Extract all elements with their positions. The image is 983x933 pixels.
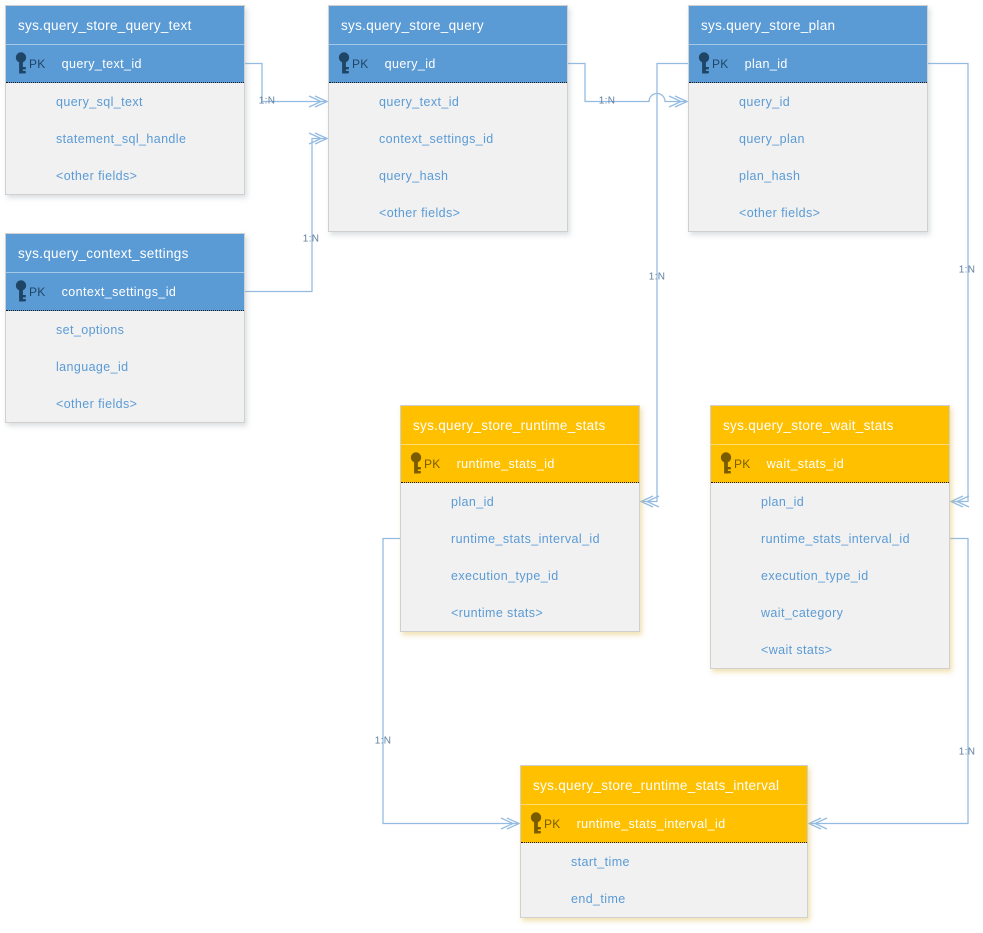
pk-tag: PK bbox=[734, 456, 751, 471]
field-row: end_time bbox=[521, 880, 807, 917]
entity-title: sys.query_store_runtime_stats bbox=[401, 406, 639, 445]
entity-title: sys.query_store_query bbox=[329, 6, 567, 45]
cardinality-label: 1:N bbox=[958, 264, 976, 276]
pk-column-name: query_text_id bbox=[61, 56, 142, 71]
entity-title: sys.query_store_runtime_stats_interval bbox=[521, 766, 807, 805]
field-row: statement_sql_handle bbox=[6, 120, 244, 157]
field-row: runtime_stats_interval_id bbox=[401, 520, 639, 557]
primary-key-row: PK plan_id bbox=[689, 45, 927, 83]
connector-query_store_query.query_id-to-query_store_plan.query_id[interactable] bbox=[568, 62, 687, 103]
many-arrowhead-icon bbox=[308, 132, 329, 145]
many-arrowhead-icon bbox=[308, 95, 329, 108]
primary-key-row: PK runtime_stats_id bbox=[401, 445, 639, 483]
pk-column-name: runtime_stats_interval_id bbox=[576, 816, 726, 831]
key-icon bbox=[719, 452, 733, 475]
pk-tag: PK bbox=[352, 56, 369, 71]
field-row: <other fields> bbox=[6, 385, 244, 422]
key-icon bbox=[409, 452, 423, 475]
key-icon bbox=[697, 52, 711, 75]
many-arrowhead-icon bbox=[500, 817, 521, 830]
key-icon bbox=[14, 52, 28, 75]
pk-tag: PK bbox=[424, 456, 441, 471]
field-row: <other fields> bbox=[329, 194, 567, 231]
key-icon bbox=[14, 280, 28, 303]
field-row: <other fields> bbox=[6, 157, 244, 194]
connector-query_store_plan.plan_id-to-query_store_wait_stats.plan_id[interactable] bbox=[928, 62, 969, 503]
primary-key-row: PK runtime_stats_interval_id bbox=[521, 805, 807, 843]
field-row: plan_id bbox=[711, 483, 949, 520]
field-row: query_text_id bbox=[329, 83, 567, 120]
primary-key-row: PK query_text_id bbox=[6, 45, 244, 83]
field-row: execution_type_id bbox=[711, 557, 949, 594]
pk-column-name: query_id bbox=[384, 56, 436, 71]
connector-query_context_settings.context_settings_id-to-query_store_query.context_settings_id[interactable] bbox=[245, 137, 327, 293]
many-arrowhead-icon bbox=[949, 495, 970, 508]
pk-tag: PK bbox=[29, 56, 46, 71]
field-row: <other fields> bbox=[689, 194, 927, 231]
connector-query_store_runtime_stats.runtime_stats_interval_id-to-query_store_runtime_stats_interval.runtime_stats_interval_id[interactable] bbox=[382, 537, 519, 825]
field-row: plan_id bbox=[401, 483, 639, 520]
field-row: context_settings_id bbox=[329, 120, 567, 157]
field-row: query_hash bbox=[329, 157, 567, 194]
key-icon bbox=[529, 812, 543, 835]
field-row: wait_category bbox=[711, 594, 949, 631]
many-arrowhead-icon bbox=[639, 495, 660, 508]
cardinality-label: 1:N bbox=[958, 746, 976, 758]
connector-query_store_query_text.query_text_id-to-query_store_query.query_text_id[interactable] bbox=[245, 62, 327, 103]
many-arrowhead-icon bbox=[668, 95, 689, 108]
pk-tag: PK bbox=[712, 56, 729, 71]
entity-title: sys.query_store_plan bbox=[689, 6, 927, 45]
entity-title: sys.query_context_settings bbox=[6, 234, 244, 273]
field-row: set_options bbox=[6, 311, 244, 348]
primary-key-row: PK query_id bbox=[329, 45, 567, 83]
primary-key-row: PK context_settings_id bbox=[6, 273, 244, 311]
field-row: execution_type_id bbox=[401, 557, 639, 594]
cardinality-label: 1:N bbox=[258, 95, 276, 107]
field-row: <wait stats> bbox=[711, 631, 949, 668]
pk-column-name: wait_stats_id bbox=[766, 456, 845, 471]
field-row: start_time bbox=[521, 843, 807, 880]
field-row: language_id bbox=[6, 348, 244, 385]
field-row: query_sql_text bbox=[6, 83, 244, 120]
pk-tag: PK bbox=[544, 816, 561, 831]
primary-key-row: PK wait_stats_id bbox=[711, 445, 949, 483]
field-row: <runtime stats> bbox=[401, 594, 639, 631]
pk-column-name: context_settings_id bbox=[61, 284, 177, 299]
cardinality-label: 1:N bbox=[648, 271, 666, 283]
connector-query_store_plan.plan_id-to-query_store_runtime_stats.plan_id[interactable] bbox=[641, 62, 688, 503]
cardinality-label: 1:N bbox=[302, 233, 320, 245]
field-row: runtime_stats_interval_id bbox=[711, 520, 949, 557]
cardinality-label: 1:N bbox=[374, 735, 392, 747]
field-row: plan_hash bbox=[689, 157, 927, 194]
field-row: query_id bbox=[689, 83, 927, 120]
pk-tag: PK bbox=[29, 284, 46, 299]
pk-column-name: plan_id bbox=[744, 56, 788, 71]
entity-title: sys.query_store_query_text bbox=[6, 6, 244, 45]
cardinality-label: 1:N bbox=[598, 95, 616, 107]
key-icon bbox=[337, 52, 351, 75]
pk-column-name: runtime_stats_id bbox=[456, 456, 555, 471]
field-row: query_plan bbox=[689, 120, 927, 157]
connector-query_store_wait_stats.runtime_stats_interval_id-to-query_store_runtime_stats_interval.runtime_stats_interval_id[interactable] bbox=[809, 537, 969, 825]
many-arrowhead-icon bbox=[807, 817, 828, 830]
entity-title: sys.query_store_wait_stats bbox=[711, 406, 949, 445]
